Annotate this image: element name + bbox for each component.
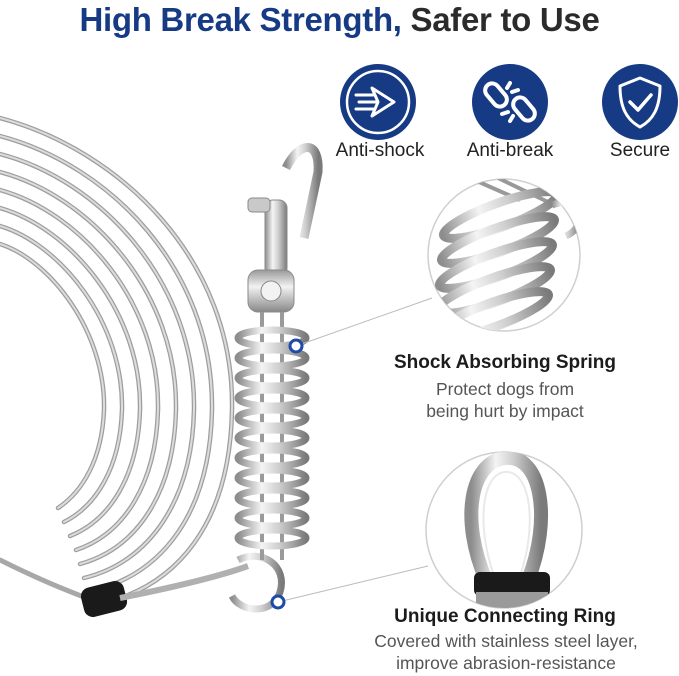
ring-callout-desc-line-2: improve abrasion-resistance	[396, 653, 616, 673]
ring-callout-desc-line-1: Covered with stainless steel layer,	[374, 631, 638, 651]
spring-callout-desc-line-1: Protect dogs from	[435, 379, 575, 399]
snap-hook	[247, 143, 323, 313]
cable-sleeve	[80, 552, 285, 617]
spring-marker	[288, 338, 304, 354]
shock-spring	[234, 312, 310, 560]
spring-zoom-circle	[427, 178, 581, 332]
secure-label: Secure	[609, 140, 671, 161]
headline: High Break Strength, Safer to Use	[0, 0, 679, 40]
anti-break-label: Anti-break	[466, 140, 554, 161]
headline-accent: High Break Strength,	[79, 1, 402, 38]
anti-shock-label: Anti-shock	[335, 140, 425, 161]
shield-check-icon	[618, 76, 662, 129]
spring-callout-desc-line-2: being hurt by impact	[426, 401, 584, 421]
secure-badge	[602, 64, 678, 140]
ring-zoom-circle	[425, 451, 583, 609]
anti-shock-badge	[340, 64, 416, 140]
ring-marker	[270, 594, 286, 610]
ring-callout-title: Unique Connecting Ring	[394, 606, 616, 627]
headline-rest: Safer to Use	[410, 1, 600, 38]
broken-chain-icon	[483, 81, 537, 123]
arrow-shock-icon	[345, 69, 411, 135]
anti-break-badge	[472, 64, 548, 140]
callout-leaders	[270, 297, 433, 610]
coiled-cable	[0, 115, 235, 609]
spring-callout-title: Shock Absorbing Spring	[393, 352, 617, 373]
